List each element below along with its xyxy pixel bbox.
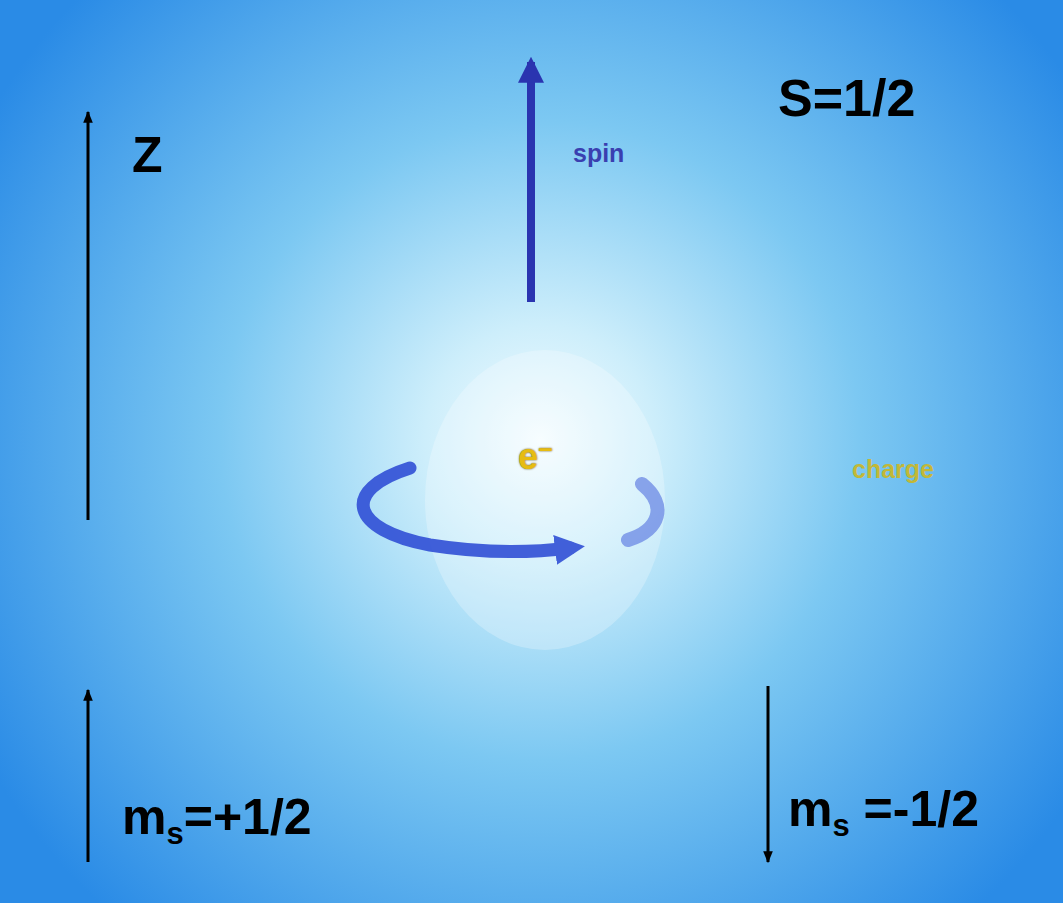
quantum-number: S=1/2 [778,69,915,127]
spin-down-arrow [767,686,770,862]
magnetic-number: ms =-1/2 [788,781,979,837]
magnetic-number: ms=+1/2 [122,789,312,845]
magnetic-number-box: ms =-1/2 [788,782,979,843]
z-axis-arrow [87,112,90,520]
quantum-number-box: S=1/2 [778,70,915,127]
spin-up-arrow [87,690,90,862]
particle-symbol-box: e− [518,436,553,477]
rotation-arrow-back [628,484,658,540]
axis-label: Z [132,127,163,183]
magnetic-number-box: ms=+1/2 [122,790,312,851]
spin-arrow [527,62,535,302]
spin-label-box: spin [573,140,624,168]
electron-glow [425,350,665,650]
rotation-arrow [363,468,570,551]
axis-label-box: Z [132,128,163,183]
charge-label-box: charge [852,456,934,484]
charge-label: charge [852,455,934,483]
particle-symbol: e− [518,436,553,477]
spin-label: spin [573,139,624,167]
